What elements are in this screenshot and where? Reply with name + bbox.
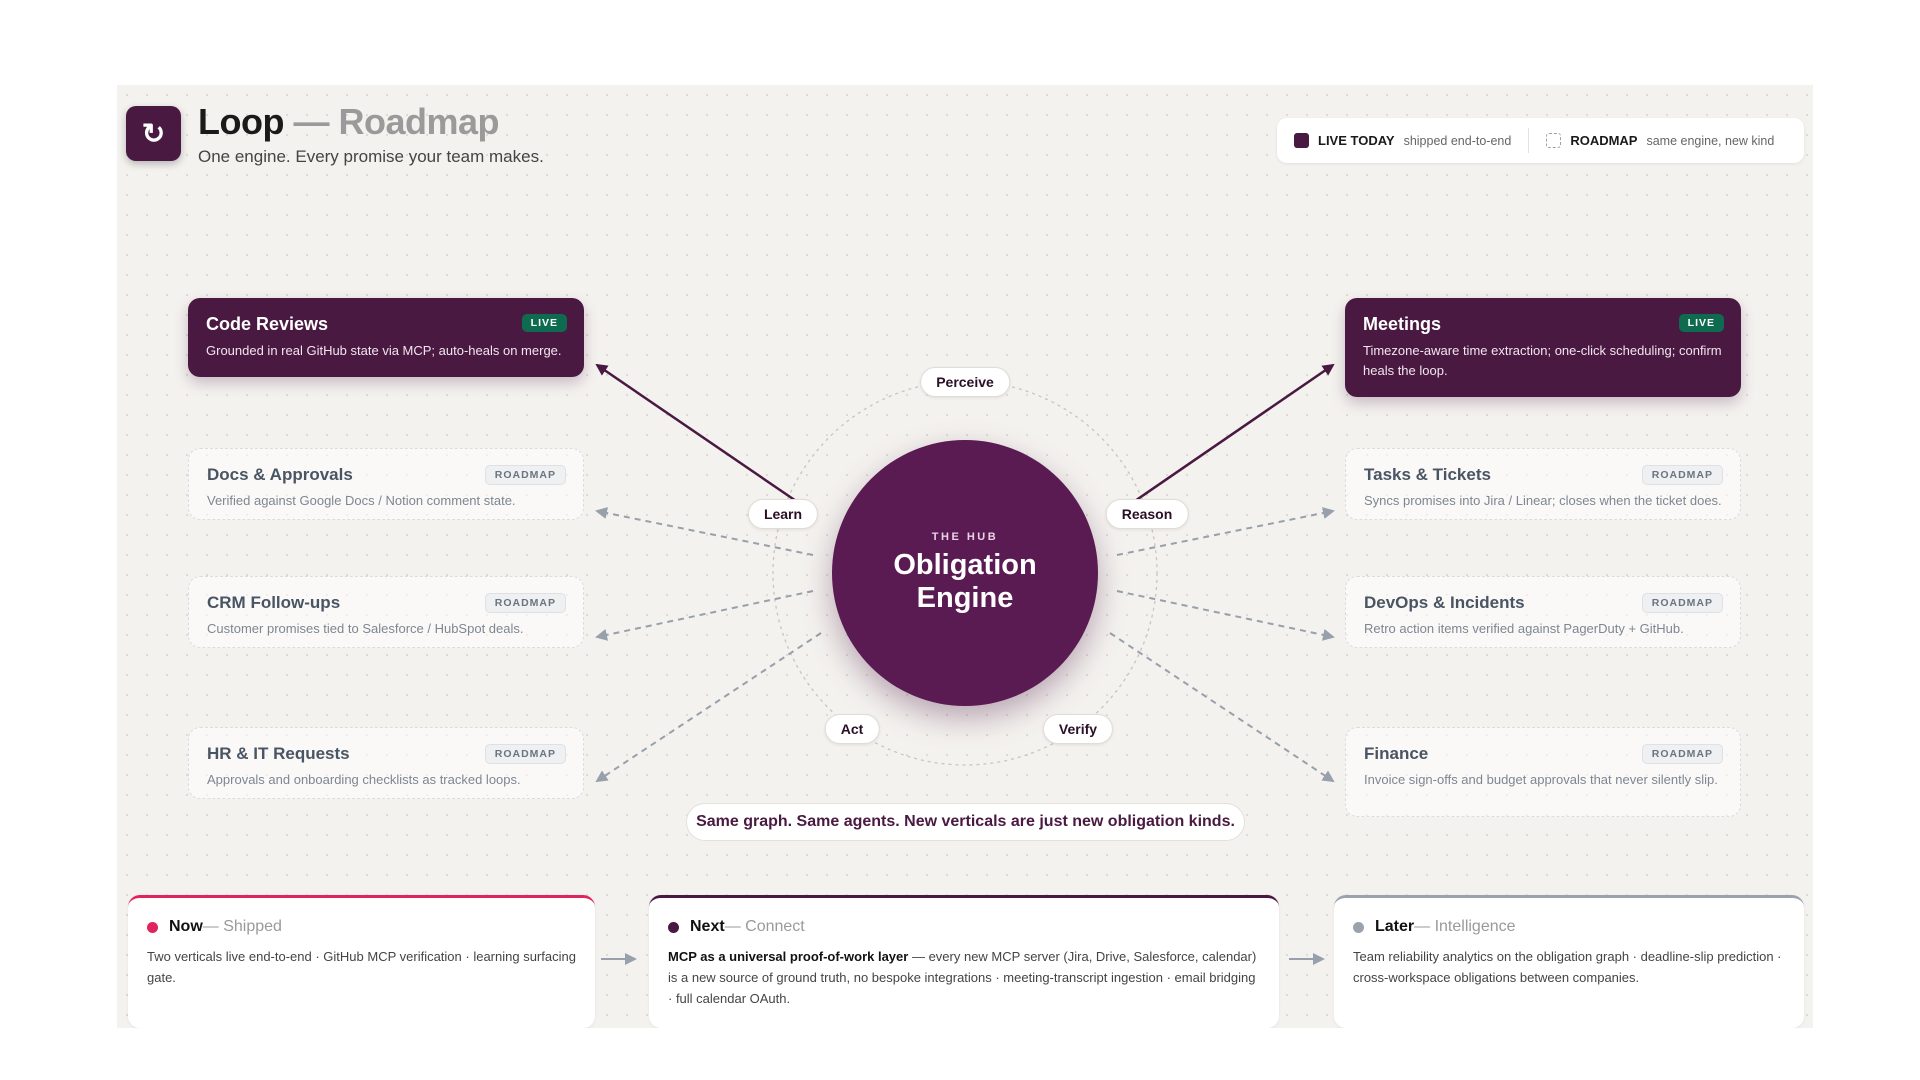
edge-tasks-tickets	[1116, 507, 1335, 556]
edge-finance	[1109, 632, 1335, 783]
card-title: Code Reviews	[206, 314, 329, 334]
card-title: Meetings	[1363, 314, 1442, 334]
live-swatch-icon	[1294, 133, 1309, 148]
hub-name: Obligation Engine	[893, 549, 1036, 615]
live-badge: LIVE	[521, 314, 567, 332]
card-title: Docs & Approvals	[207, 465, 353, 484]
phase-desc: Team reliability analytics on the obliga…	[1353, 949, 1782, 985]
card-hr-it-requests[interactable]: HR & IT Requests ROADMAP Approvals and o…	[188, 727, 584, 799]
roadmap-badge: ROADMAP	[1641, 744, 1723, 764]
edge-crm-followups	[595, 590, 814, 641]
phase-name: Next	[690, 918, 725, 935]
phase-heading: Now — Shipped	[147, 918, 576, 936]
later-dot-icon	[1353, 921, 1364, 933]
phase-desc: Two verticals live end-to-end · GitHub M…	[147, 949, 576, 985]
card-tasks-tickets[interactable]: Tasks & Tickets ROADMAP Syncs promises i…	[1345, 448, 1741, 520]
phase-now: Now — Shipped Two verticals live end-to-…	[128, 895, 595, 1028]
card-crm-followups[interactable]: CRM Follow-ups ROADMAP Customer promises…	[188, 576, 584, 648]
phase-desc-bold: MCP as a universal proof-of-work layer	[668, 949, 909, 964]
card-desc: Syncs promises into Jira / Linear; close…	[1364, 493, 1722, 508]
phase-heading: Next — Connect	[668, 918, 1260, 936]
title-suffix: — Roadmap	[283, 101, 499, 142]
card-desc: Customer promises tied to Salesforce / H…	[207, 621, 524, 636]
edge-docs-approvals	[595, 507, 814, 556]
hub-eyebrow: THE HUB	[931, 531, 999, 543]
roadmap-badge: ROADMAP	[484, 593, 566, 613]
card-title: Finance	[1364, 744, 1429, 763]
roadmap-badge: ROADMAP	[484, 465, 566, 485]
live-badge: LIVE	[1678, 314, 1724, 332]
page-title: Loop — Roadmap	[198, 101, 500, 143]
card-title: HR & IT Requests	[207, 744, 350, 763]
edge-devops-incidents	[1116, 590, 1335, 641]
phase-name: Later	[1375, 918, 1415, 935]
card-devops-incidents[interactable]: DevOps & Incidents ROADMAP Retro action …	[1345, 576, 1741, 648]
phase-desc: MCP as a universal proof-of-work layer —…	[668, 946, 1260, 1009]
connector-layer	[595, 363, 1335, 965]
card-title: CRM Follow-ups	[207, 593, 341, 612]
hub-name-line1: Obligation	[893, 549, 1037, 581]
card-meetings[interactable]: Meetings LIVE Timezone-aware time extrac…	[1345, 298, 1741, 397]
cycle-perceive: Perceive	[920, 367, 1010, 397]
tagline: Same graph. Same agents. New verticals a…	[686, 803, 1245, 841]
loop-arrow-icon: ↻	[141, 118, 166, 149]
roadmap-swatch-icon	[1546, 133, 1562, 148]
card-desc: Retro action items verified against Page…	[1364, 621, 1684, 636]
loop-logo: ↻	[126, 106, 181, 161]
title-main: Loop	[198, 101, 284, 142]
phase-sub: — Intelligence	[1414, 918, 1516, 935]
edge-code-reviews	[595, 363, 800, 505]
card-docs-approvals[interactable]: Docs & Approvals ROADMAP Verified agains…	[188, 448, 584, 520]
card-desc: Grounded in real GitHub state via MCP; a…	[206, 343, 562, 358]
card-desc: Approvals and onboarding checklists as t…	[207, 772, 521, 787]
legend-roadmap-desc: same engine, new kind	[1646, 133, 1775, 148]
legend: LIVE TODAY shipped end-to-end ROADMAP sa…	[1277, 118, 1804, 163]
legend-roadmap-label: ROADMAP	[1570, 133, 1638, 148]
card-title: Tasks & Tickets	[1364, 465, 1491, 484]
now-dot-icon	[147, 921, 158, 933]
card-finance[interactable]: Finance ROADMAP Invoice sign-offs and bu…	[1345, 727, 1741, 817]
phase-sub: — Shipped	[202, 918, 282, 935]
phase-desc-rest: — every new MCP server (Jira, Drive, Sal…	[668, 949, 1257, 1006]
roadmap-badge: ROADMAP	[1641, 593, 1723, 613]
hub-name-line2: Engine	[916, 582, 1014, 614]
cycle-act: Act	[824, 714, 880, 744]
next-dot-icon	[668, 921, 679, 933]
legend-live-desc: shipped end-to-end	[1403, 133, 1512, 148]
phase-name: Now	[169, 918, 203, 935]
card-title: DevOps & Incidents	[1364, 593, 1525, 612]
edge-meetings	[1131, 363, 1335, 505]
phase-later: Later — Intelligence Team reliability an…	[1334, 895, 1804, 1028]
cycle-reason: Reason	[1105, 499, 1189, 529]
phase-sub: — Connect	[724, 918, 805, 935]
card-desc: Invoice sign-offs and budget approvals t…	[1364, 772, 1718, 787]
phase-heading: Later — Intelligence	[1353, 918, 1785, 936]
phase-next: Next — Connect MCP as a universal proof-…	[649, 895, 1279, 1028]
roadmap-badge: ROADMAP	[1641, 465, 1723, 485]
card-code-reviews[interactable]: Code Reviews LIVE Grounded in real GitHu…	[188, 298, 584, 377]
card-desc: Verified against Google Docs / Notion co…	[207, 493, 516, 508]
roadmap-canvas: ↻ Loop — Roadmap One engine. Every promi…	[117, 85, 1813, 1028]
roadmap-badge: ROADMAP	[484, 744, 566, 764]
page-subtitle: One engine. Every promise your team make…	[198, 147, 544, 166]
card-desc: Timezone-aware time extraction; one-clic…	[1363, 343, 1722, 378]
legend-divider	[1528, 128, 1530, 153]
cycle-learn: Learn	[747, 499, 819, 529]
legend-live-label: LIVE TODAY	[1318, 133, 1395, 148]
cycle-verify: Verify	[1042, 714, 1114, 744]
hub-obligation-engine: THE HUB Obligation Engine	[832, 440, 1098, 706]
edge-hr-it-requests	[595, 632, 822, 783]
